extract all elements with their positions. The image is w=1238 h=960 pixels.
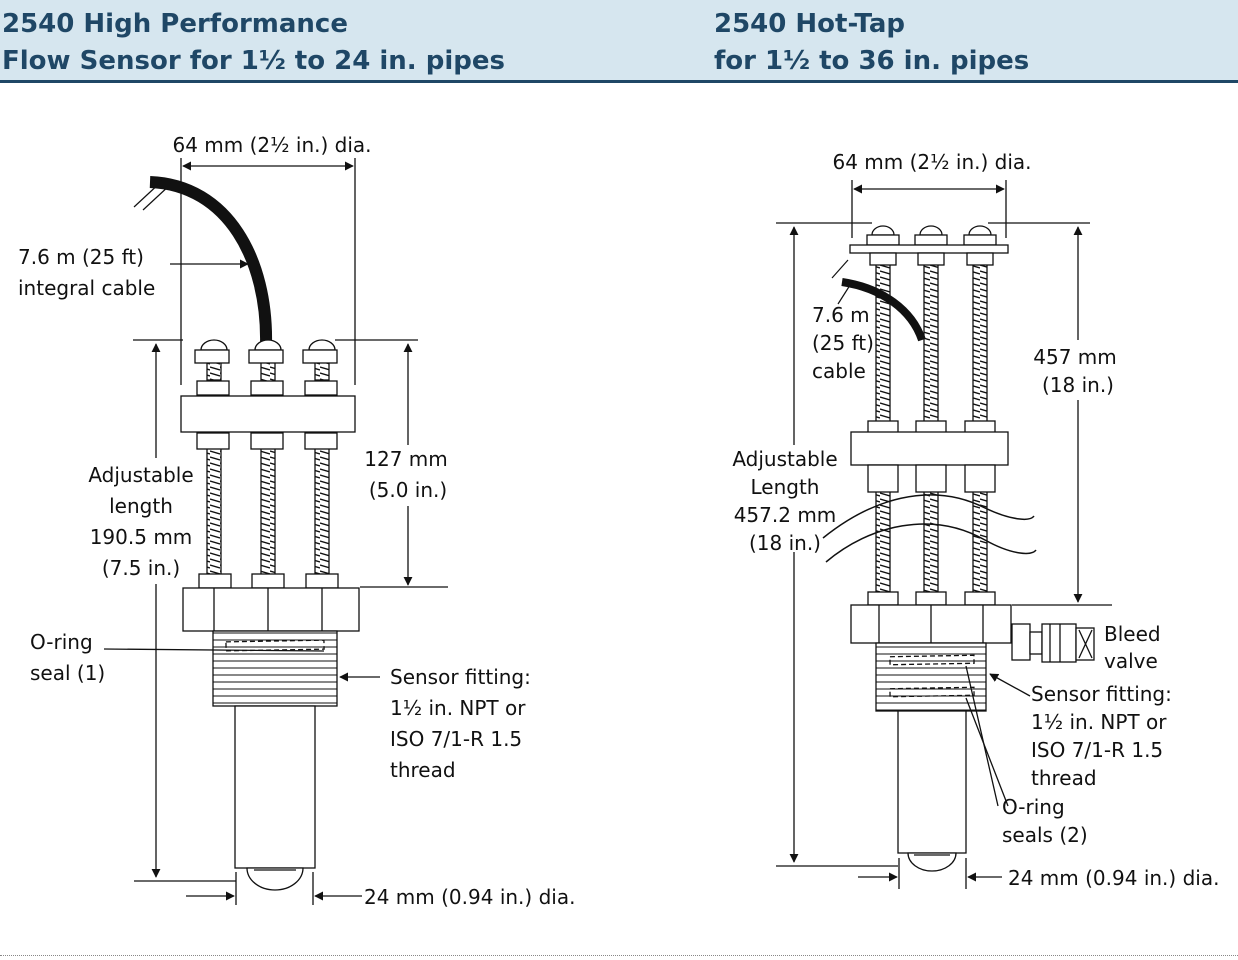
right-title: 2540 Hot-Tap for 1½ to 36 in. pipes — [714, 6, 1029, 80]
right-cable-label-1: 7.6 m — [812, 303, 870, 327]
right-top-diameter-label: 64 mm (2½ in.) dia. — [832, 150, 1031, 174]
left-cable-label-1: 7.6 m (25 ft) — [18, 245, 144, 269]
left-bottom-diameter-label: 24 mm (0.94 in.) dia. — [364, 885, 575, 909]
right-bleed-label-2: valve — [1104, 649, 1158, 673]
left-title-line1: 2540 High Performance — [2, 9, 348, 39]
left-fitting-label-3: ISO 7/1-R 1.5 — [390, 727, 522, 751]
right-fitting-label-1: Sensor fitting: — [1031, 682, 1172, 706]
left-oring-label-2: seal (1) — [30, 661, 105, 685]
page-header: 2540 High Performance Flow Sensor for 1½… — [0, 0, 1238, 83]
left-title: 2540 High Performance Flow Sensor for 1½… — [2, 6, 505, 80]
left-cable-label-2: integral cable — [18, 276, 155, 300]
right-bleed-label-1: Bleed — [1104, 622, 1161, 646]
left-adjustable-label-3: 190.5 mm — [90, 525, 193, 549]
right-sensor-drawing — [776, 180, 1112, 889]
left-fitting-label-4: thread — [390, 758, 456, 782]
left-adjustable-label-2: length — [109, 494, 173, 518]
left-height-label-2: (5.0 in.) — [369, 478, 447, 502]
left-top-diameter-label: 64 mm (2½ in.) dia. — [172, 133, 371, 157]
right-cable-label-3: cable — [812, 359, 866, 383]
right-adjustable-label-4: (18 in.) — [749, 531, 821, 555]
right-title-line2: for 1½ to 36 in. pipes — [714, 46, 1030, 76]
left-sensor-drawing — [103, 158, 448, 905]
left-title-line2: Flow Sensor for 1½ to 24 in. pipes — [2, 46, 505, 76]
bottom-divider — [0, 955, 1238, 956]
right-title-line1: 2540 Hot-Tap — [714, 9, 905, 39]
right-fitting-label-4: thread — [1031, 766, 1097, 790]
right-height-label-1: 457 mm — [1033, 345, 1117, 369]
right-fitting-label-2: 1½ in. NPT or — [1031, 710, 1167, 734]
right-orings-label-1: O-ring — [1002, 795, 1065, 819]
left-oring-label-1: O-ring — [30, 630, 93, 654]
right-bottom-diameter-label: 24 mm (0.94 in.) dia. — [1008, 866, 1219, 890]
right-labels: 64 mm (2½ in.) dia. 7.6 m (25 ft) cable … — [732, 150, 1219, 890]
right-height-label-2: (18 in.) — [1042, 373, 1114, 397]
right-adjustable-label-2: Length — [751, 475, 820, 499]
right-fitting-label-3: ISO 7/1-R 1.5 — [1031, 738, 1163, 762]
left-labels: 64 mm (2½ in.) dia. 7.6 m (25 ft) integr… — [18, 133, 575, 909]
right-orings-label-2: seals (2) — [1002, 823, 1088, 847]
left-height-label-1: 127 mm — [364, 447, 448, 471]
right-adjustable-label-3: 457.2 mm — [734, 503, 837, 527]
left-adjustable-label-1: Adjustable — [88, 463, 193, 487]
left-fitting-label-2: 1½ in. NPT or — [390, 696, 526, 720]
left-fitting-label-1: Sensor fitting: — [390, 665, 531, 689]
left-adjustable-label-4: (7.5 in.) — [102, 556, 180, 580]
right-cable-label-2: (25 ft) — [812, 331, 874, 355]
right-adjustable-label-1: Adjustable — [732, 447, 837, 471]
